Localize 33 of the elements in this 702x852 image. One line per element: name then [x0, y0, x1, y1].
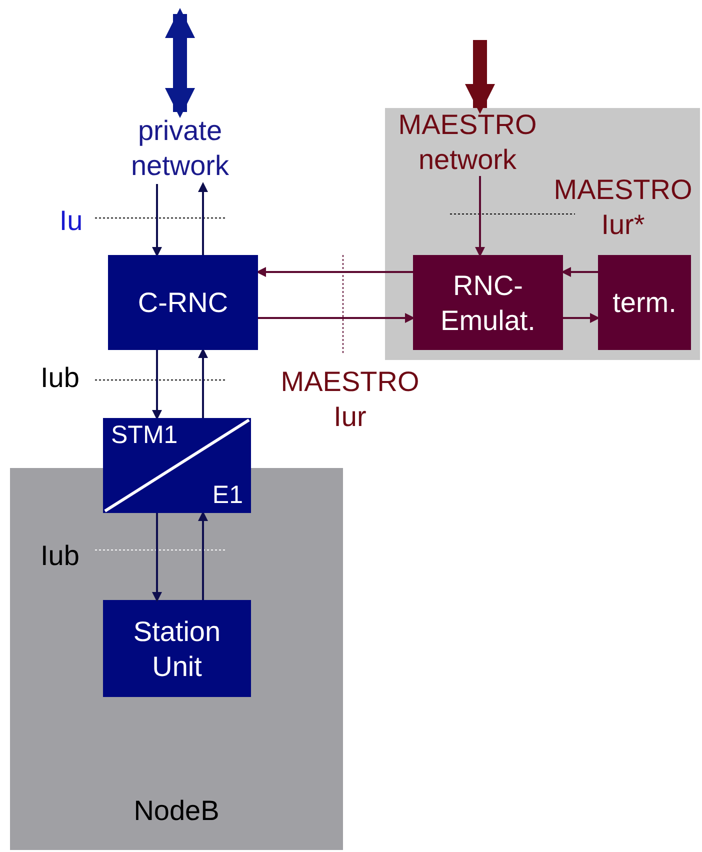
node-text: term. [612, 286, 676, 320]
arrow [152, 184, 162, 257]
arrow [198, 182, 208, 255]
controller-box [108, 255, 258, 350]
node-text: Station Unit [132, 614, 222, 684]
arrow [152, 350, 162, 420]
arrow [198, 511, 208, 600]
interface-label: MAESTRO Iur [280, 365, 420, 434]
arrow [152, 513, 162, 602]
interface-label: Iub [40, 539, 80, 573]
nodeb-area [10, 468, 343, 850]
arrow [258, 313, 415, 323]
arrow [465, 40, 495, 114]
station-unit-box [103, 600, 251, 697]
arrow [256, 267, 413, 277]
arrow [198, 348, 208, 418]
node-text: MAESTRO network [397, 108, 538, 177]
emulator-box [413, 255, 563, 350]
node-text: C-RNC [138, 286, 228, 320]
node-text: RNC-Emulat. [440, 268, 536, 338]
terminal-box [598, 255, 691, 350]
node-text: E1 [211, 480, 243, 511]
node-text: NodeB [134, 794, 220, 828]
node-text: private network [130, 114, 230, 183]
interface-label: Iu [58, 204, 84, 238]
arrow [561, 267, 598, 277]
arrow [475, 176, 485, 257]
node-text: STM1 [111, 420, 179, 451]
interface-label: MAESTRO Iur* [552, 173, 694, 242]
arrow [165, 8, 195, 118]
network-area [385, 108, 700, 360]
arrow [563, 313, 600, 323]
interface-label: Iub [40, 361, 80, 395]
